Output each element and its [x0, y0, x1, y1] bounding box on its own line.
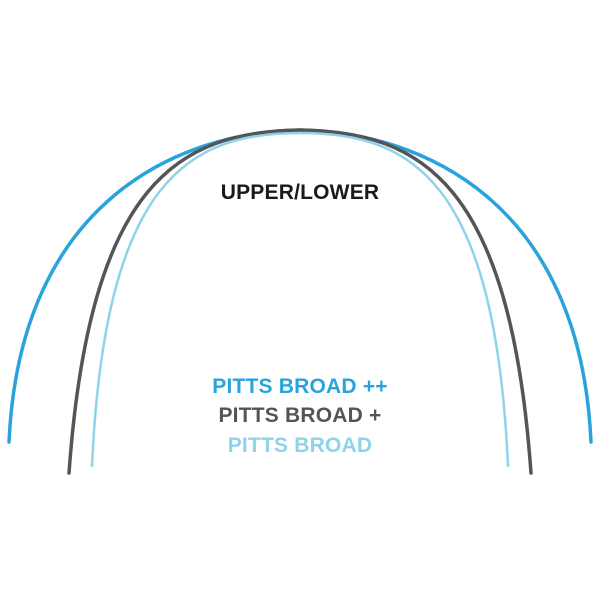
legend-label-pitts-broad: PITTS BROAD	[227, 434, 373, 457]
arch-curve-pitts-broad-plus	[67, 128, 533, 475]
arch-curve-pitts-broad	[90, 131, 510, 468]
diagram-title: UPPER/LOWER	[220, 181, 380, 204]
legend-label-pitts-broad-plus: PITTS BROAD +	[218, 404, 382, 427]
legend-label-pitts-broad-plus-plus: PITTS BROAD ++	[212, 375, 388, 398]
